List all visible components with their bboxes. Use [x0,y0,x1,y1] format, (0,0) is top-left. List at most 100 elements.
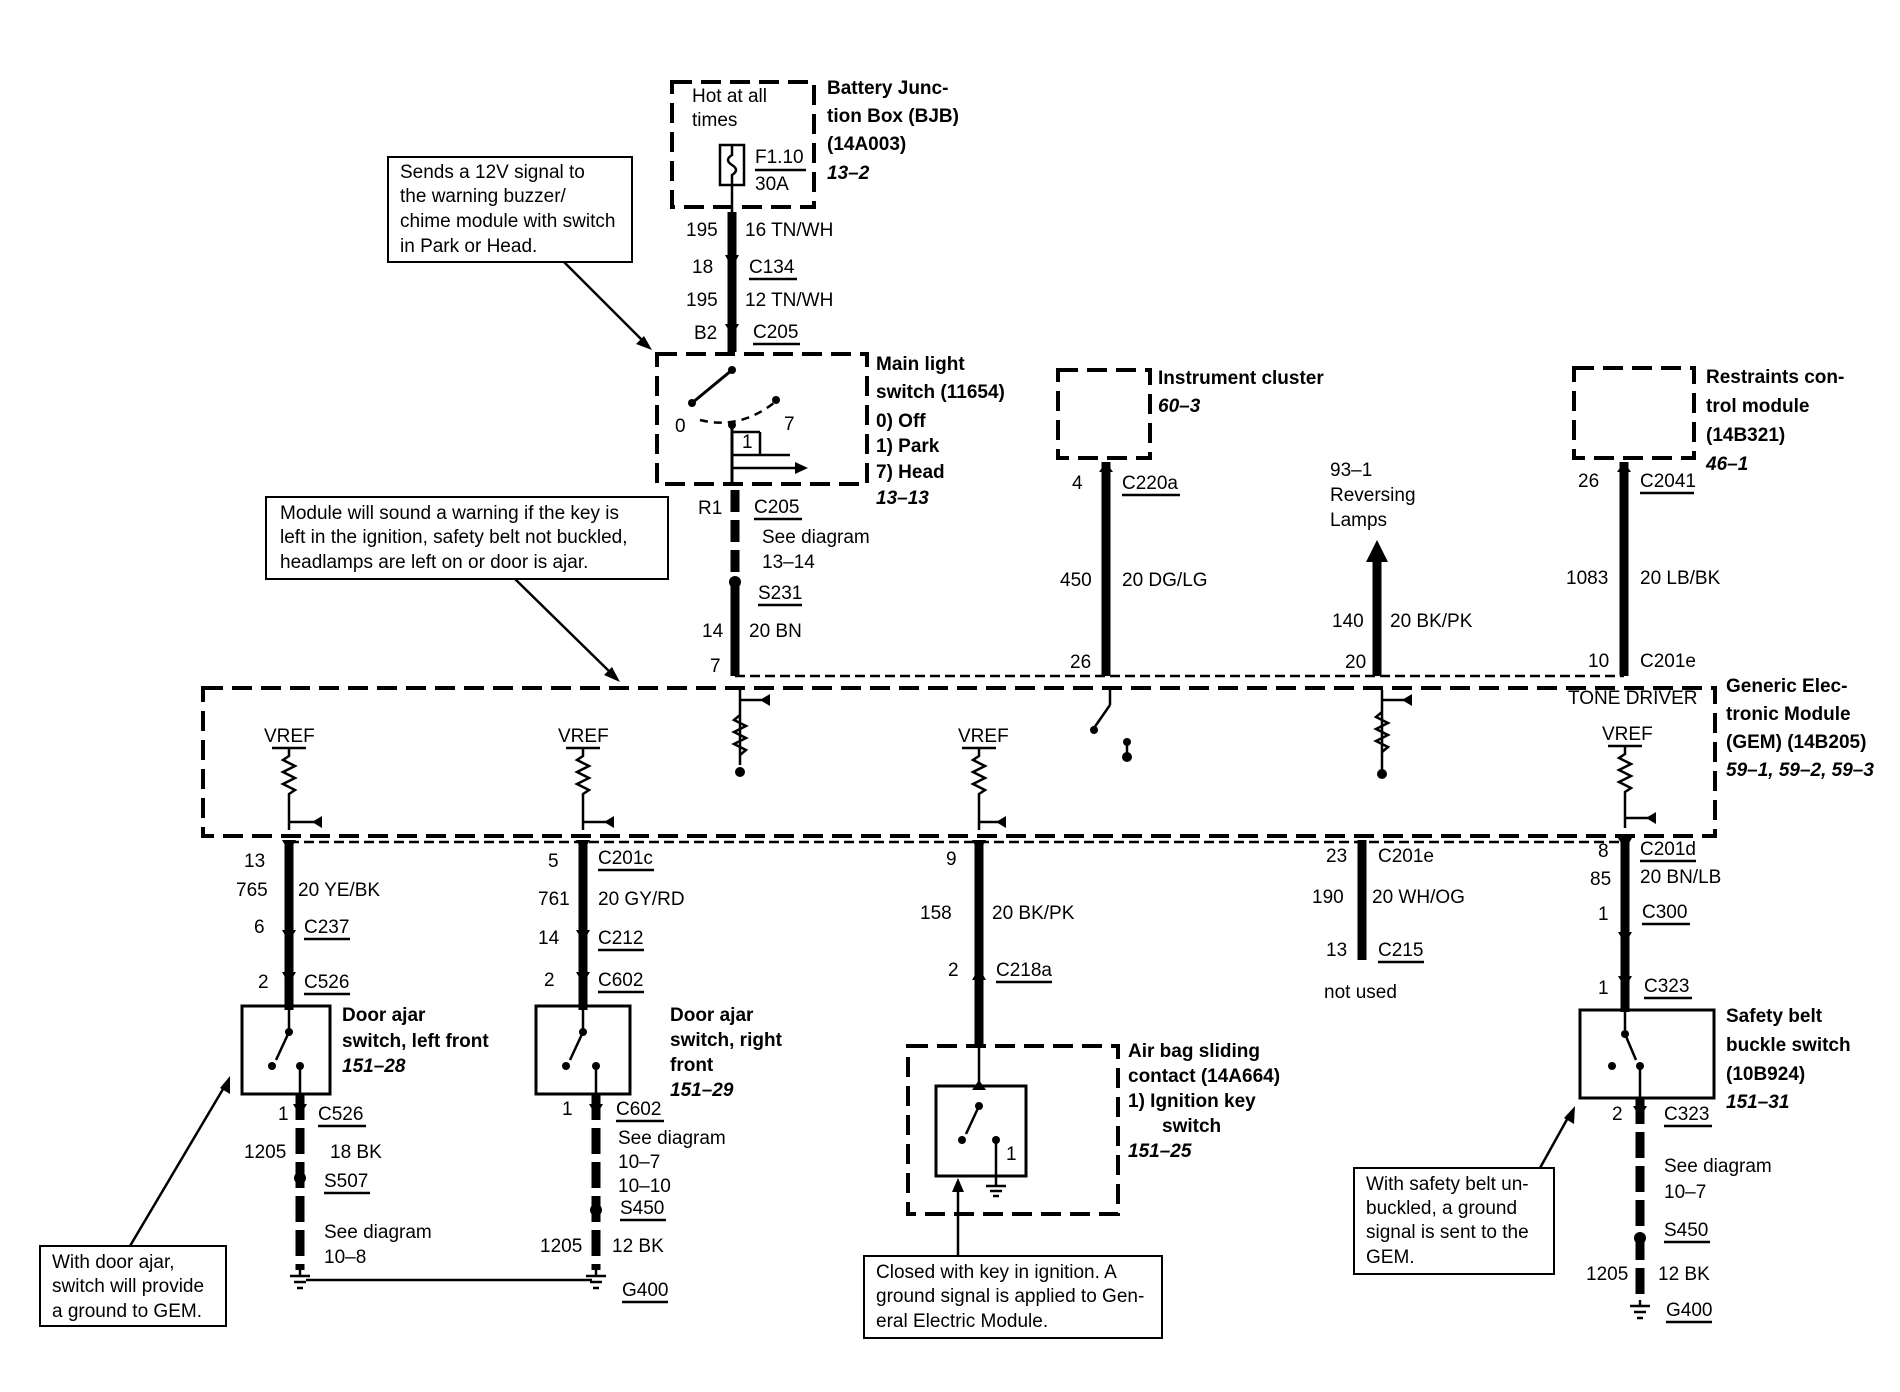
switch-position-label: 1) Park [876,436,940,457]
see-diagram: See diagram [762,527,870,548]
switch-position-label: 0) Off [876,411,926,432]
pin-label: 2 [1612,1104,1623,1125]
airbag-title: 1) Ignition key [1128,1091,1256,1112]
splice-label: S450 [1664,1220,1708,1241]
belt-title: buckle switch [1726,1035,1851,1056]
circuit-label: 1205 [1586,1264,1628,1285]
bjb-ref: 13–2 [827,163,870,184]
pin-label: 4 [1072,473,1083,494]
connector-label: C201e [1640,651,1696,672]
switch-title: switch (11654) [876,382,1005,403]
callout-door-ajar: With door ajar, switch will provide a gr… [39,1076,230,1327]
callout-line: ground signal is applied to Gen- [876,1286,1144,1307]
restraints-title: Restraints con- [1706,367,1844,388]
connector-label: C205 [753,322,798,343]
splice-label: S507 [324,1171,368,1192]
cluster-ref: 60–3 [1158,396,1201,417]
vref-label: VREF [264,726,315,747]
bjb-title-1: Battery Junc- [827,78,948,99]
wire-label: 12 BK [1658,1264,1710,1285]
pin-label: 2 [544,970,555,991]
pin-label: 20 [1345,652,1366,673]
belt-ref: 151–31 [1726,1092,1789,1113]
airbag-ref: 151–25 [1128,1141,1192,1162]
switch-title: Main light [876,354,965,375]
belt-title: (10B924) [1726,1064,1805,1085]
airbag-title: contact (14A664) [1128,1066,1280,1087]
callout-line: switch will provide [52,1276,204,1297]
see-diagram: See diagram [1664,1156,1772,1177]
tone-driver-label: TONE DRIVER [1568,688,1698,709]
connector-label: C323 [1664,1104,1709,1125]
pin-label: 1 [1598,904,1609,925]
airbag-title: switch [1162,1116,1221,1137]
door-ajar-right-front: 5 C201c 761 20 GY/RD 14 C212 2 C602 Door… [534,840,783,1304]
circuit-label: 14 [702,621,724,642]
reversing-ref: 93–1 [1330,460,1372,481]
connector-label: C212 [598,928,643,949]
switch-title: Door ajar [670,1005,754,1026]
vref-right-front: VREF [558,726,614,830]
reversing-label: Reversing [1330,485,1416,506]
vref-belt: VREF [1602,724,1656,828]
switch-pos-head: 7 [784,414,795,435]
circuit-label: 450 [1060,570,1092,591]
wire-label: 20 YE/BK [298,880,380,901]
callout-line: the warning buzzer/ [400,186,567,207]
circuit-label: 140 [1332,611,1364,632]
circuit-label: 195 [686,290,718,311]
switch-pos-park: 1 [742,432,753,453]
switch-ref: 151–29 [670,1080,734,1101]
callout-line: GEM. [1366,1247,1415,1268]
connector-label: C602 [616,1099,661,1120]
pin-label: 13 [1326,940,1347,961]
vref-label: VREF [958,726,1009,747]
wire-label: 20 GY/RD [598,889,685,910]
circuit-label: 158 [920,903,952,924]
bjb-title-3: (14A003) [827,134,906,155]
switch-box [240,1004,332,1096]
see-diagram: See diagram [324,1222,432,1243]
callout-module-warning: Module will sound a warning if the key i… [265,496,669,682]
connector-label: C2041 [1640,471,1696,492]
pin-label: 14 [538,928,560,949]
pin-label: 7 [710,656,721,677]
airbag-title: Air bag sliding [1128,1041,1260,1062]
pin-label: 10 [1588,651,1609,672]
pin-label: 23 [1326,846,1347,867]
circuit-label: 1083 [1566,568,1608,589]
switch-ref: 13–13 [876,488,929,509]
wire-label: 12 BK [612,1236,664,1257]
safety-belt-buckle-switch: 8 C201d 85 20 BN/LB 1 C300 1 C323 Safety… [1578,838,1851,1324]
wire-label: 20 LB/BK [1640,568,1721,589]
switch-title: switch, left front [342,1031,489,1052]
instrument-cluster: Instrument cluster 60–3 4 C220a 450 20 D… [1056,368,1324,676]
pin-label: 9 [946,849,957,870]
pin-label: 6 [254,917,265,938]
connector-label: C205 [754,497,799,518]
callout-key-ignition: Closed with key in ignition. A ground si… [863,1178,1163,1339]
ground-label: G400 [1666,1300,1712,1321]
bjb-title-2: tion Box (BJB) [827,106,959,127]
see-diagram: 10–8 [324,1247,366,1268]
callout-line: With door ajar, [52,1252,175,1273]
splice-label: S231 [758,583,802,604]
connector-label: C300 [1642,902,1687,923]
switch-position-label: 7) Head [876,462,945,483]
gem-ref: 59–1, 59–2, 59–3 [1726,760,1874,781]
callout-line: left in the ignition, safety belt not bu… [280,527,628,548]
wire-label: 20 DG/LG [1122,570,1208,591]
vref-label: VREF [1602,724,1653,745]
pin-label: 1 [562,1099,573,1120]
wire-195: 195 16 TN/WH 18 C134 195 12 TN/WH B2 C20… [686,212,833,352]
pin-label: 2 [948,960,959,981]
gem-title: (GEM) (14B205) [1726,732,1866,753]
belt-title: Safety belt [1726,1006,1823,1027]
connector-label: C201e [1378,846,1434,867]
restraints-control-module: Restraints con- trol module (14B321) 46–… [1566,366,1844,676]
circuit-not-used: 23 C201e 190 20 WH/OG 13 C215 not used [1312,840,1465,1003]
fuse-rating: 30A [755,174,789,195]
circuit-label: 1205 [244,1142,286,1163]
see-diagram: See diagram [618,1128,726,1149]
wire-label: 20 BK/PK [1390,611,1473,632]
